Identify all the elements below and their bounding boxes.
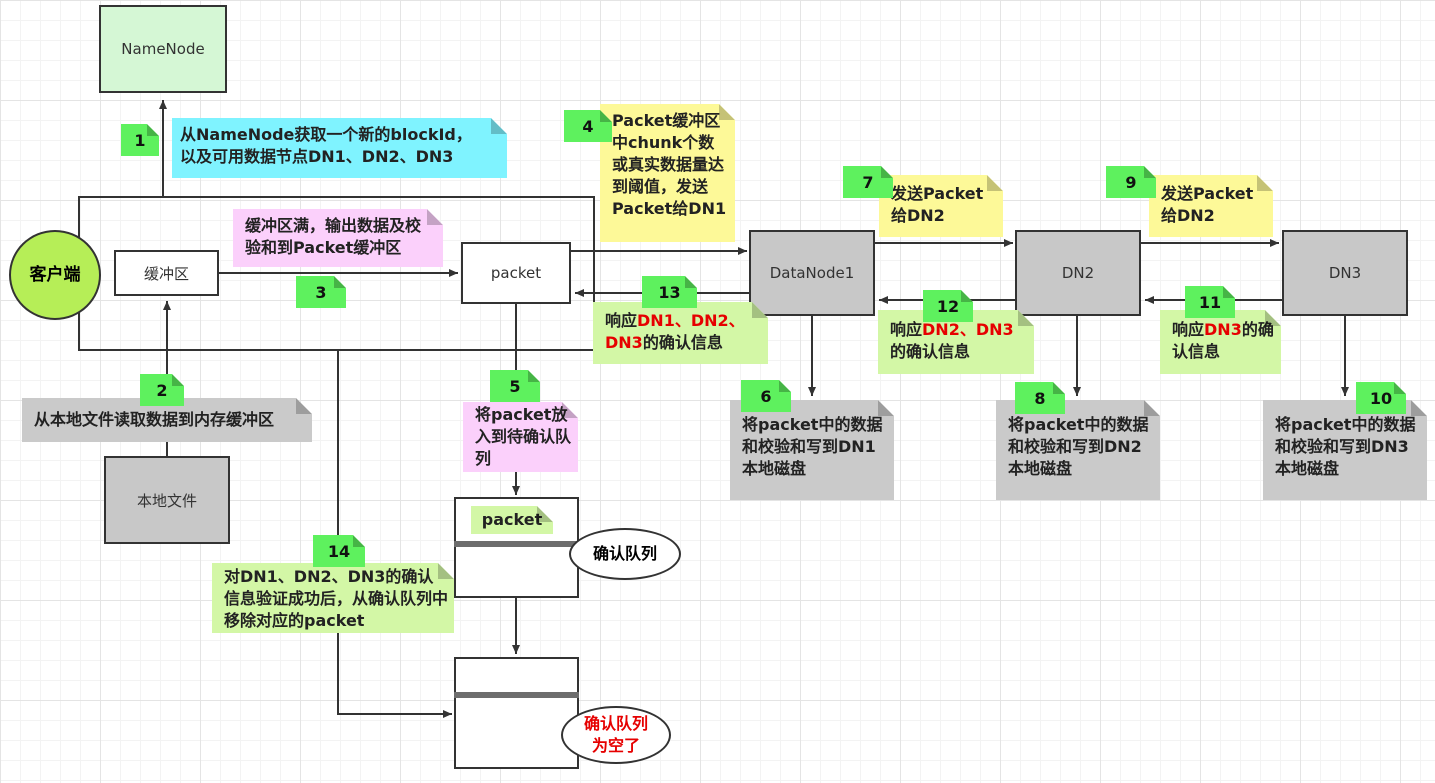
step12-text-b: DN2、DN3: [922, 320, 1014, 339]
step3-badge: 3: [296, 276, 346, 308]
step12-text-c: 的确认信息: [890, 342, 971, 361]
step14-badge: 14: [313, 535, 365, 567]
step11-badge: 11: [1185, 286, 1235, 318]
step8-note: 将packet中的数据和校验和写到DN2本地磁盘: [996, 400, 1160, 500]
step13-number: 13: [658, 282, 681, 302]
step6-number: 6: [760, 386, 772, 406]
ack-queue-ellipse: 确认队列: [569, 528, 681, 580]
step13-note: 响应DN1、DN2、DN3的确认信息: [593, 302, 768, 364]
step5-text: 将packet放入到待确认队列: [475, 405, 572, 468]
step11-number: 11: [1198, 292, 1222, 312]
local-file-label: 本地文件: [136, 491, 197, 510]
step2-text: 从本地文件读取数据到内存缓冲区: [34, 410, 275, 429]
step5-badge: 5: [490, 370, 540, 402]
step11-note: 响应DN3的确认信息: [1160, 310, 1281, 374]
packet-box: packet: [461, 242, 571, 304]
step4-number: 4: [582, 116, 594, 136]
namenode-label: NameNode: [121, 40, 205, 58]
packet-label: packet: [490, 264, 542, 282]
client-label: 客户端: [29, 265, 81, 285]
step3-text: 缓冲区满，输出数据及校验和到Packet缓冲区: [245, 216, 422, 257]
buffer-label: 缓冲区: [143, 264, 189, 283]
step8-text: 将packet中的数据和校验和写到DN2本地磁盘: [1008, 415, 1149, 478]
step14-number: 14: [327, 541, 351, 561]
client-node: 客户端: [9, 230, 101, 320]
step8-badge: 8: [1015, 382, 1065, 414]
step10-badge: 10: [1356, 382, 1406, 414]
ack-queue-label: 确认队列: [592, 544, 657, 563]
step5-note: 将packet放入到待确认队列: [463, 402, 578, 472]
step1-note: 从NameNode获取一个新的blockId，以及可用数据节点DN1、DN2、D…: [172, 118, 507, 178]
step4-badge: 4: [564, 110, 612, 142]
dn3-label: DN3: [1328, 264, 1362, 282]
step7-note: 发送Packet给DN2: [879, 175, 1003, 237]
dn2-label: DN2: [1061, 264, 1095, 282]
step12-number: 12: [936, 296, 960, 316]
step9-badge: 9: [1106, 166, 1156, 198]
step4-note: Packet缓冲区中chunk个数或真实数据量达到阈值，发送Packet给DN1: [600, 104, 735, 242]
step13-text-a: 响应: [605, 311, 638, 330]
step7-text: 发送Packet给DN2: [891, 184, 984, 225]
step13-badge: 13: [642, 276, 697, 308]
empty-queue-box: [454, 657, 579, 769]
step11-text-a: 响应: [1172, 320, 1205, 339]
queue-divider: [454, 541, 579, 547]
step13-text-b: DN1、DN2、DN3: [605, 311, 745, 352]
step7-badge: 7: [843, 166, 893, 198]
datanode1-label: DataNode1: [769, 264, 855, 282]
empty-queue-label: 确认队列为空了: [583, 714, 648, 755]
step9-number: 9: [1125, 172, 1137, 192]
step4-text: Packet缓冲区中chunk个数或真实数据量达到阈值，发送Packet给DN1: [612, 111, 727, 218]
queue-packet-label: packet: [481, 510, 543, 529]
step2-number: 2: [156, 380, 168, 400]
dn2-box: DN2: [1015, 230, 1141, 316]
step3-number: 3: [315, 282, 327, 302]
step10-note: 将packet中的数据和校验和写到DN3本地磁盘: [1263, 400, 1427, 500]
step6-note: 将packet中的数据和校验和写到DN1本地磁盘: [730, 400, 894, 500]
step8-number: 8: [1034, 388, 1046, 408]
step1-text: 从NameNode获取一个新的blockId，以及可用数据节点DN1、DN2、D…: [180, 125, 472, 166]
step3-note: 缓冲区满，输出数据及校验和到Packet缓冲区: [233, 209, 443, 267]
step14-text: 对DN1、DN2、DN3的确认信息验证成功后，从确认队列中移除对应的packet: [224, 567, 449, 630]
step9-text: 发送Packet给DN2: [1161, 184, 1254, 225]
empty-queue-ellipse: 确认队列为空了: [561, 706, 671, 764]
step12-badge: 12: [923, 290, 973, 322]
step12-text-a: 响应: [890, 320, 923, 339]
step9-note: 发送Packet给DN2: [1149, 175, 1273, 237]
dn3-box: DN3: [1282, 230, 1408, 316]
step6-badge: 6: [741, 380, 791, 412]
empty-queue-divider: [454, 692, 579, 698]
step5-number: 5: [509, 376, 521, 396]
namenode-box: NameNode: [99, 5, 227, 93]
step10-text: 将packet中的数据和校验和写到DN3本地磁盘: [1275, 415, 1416, 478]
step6-text: 将packet中的数据和校验和写到DN1本地磁盘: [742, 415, 883, 478]
datanode1-box: DataNode1: [749, 230, 875, 316]
step13-text-c: 的确认信息: [642, 333, 723, 352]
step2-badge: 2: [140, 374, 184, 406]
step7-number: 7: [862, 172, 874, 192]
step11-text-b: DN3: [1204, 320, 1242, 339]
step1-number: 1: [134, 130, 146, 150]
local-file-box: 本地文件: [104, 456, 230, 544]
queue-packet-note: packet: [471, 506, 553, 534]
buffer-box: 缓冲区: [114, 250, 219, 296]
step14-note: 对DN1、DN2、DN3的确认信息验证成功后，从确认队列中移除对应的packet: [212, 563, 454, 633]
step10-number: 10: [1369, 388, 1393, 408]
